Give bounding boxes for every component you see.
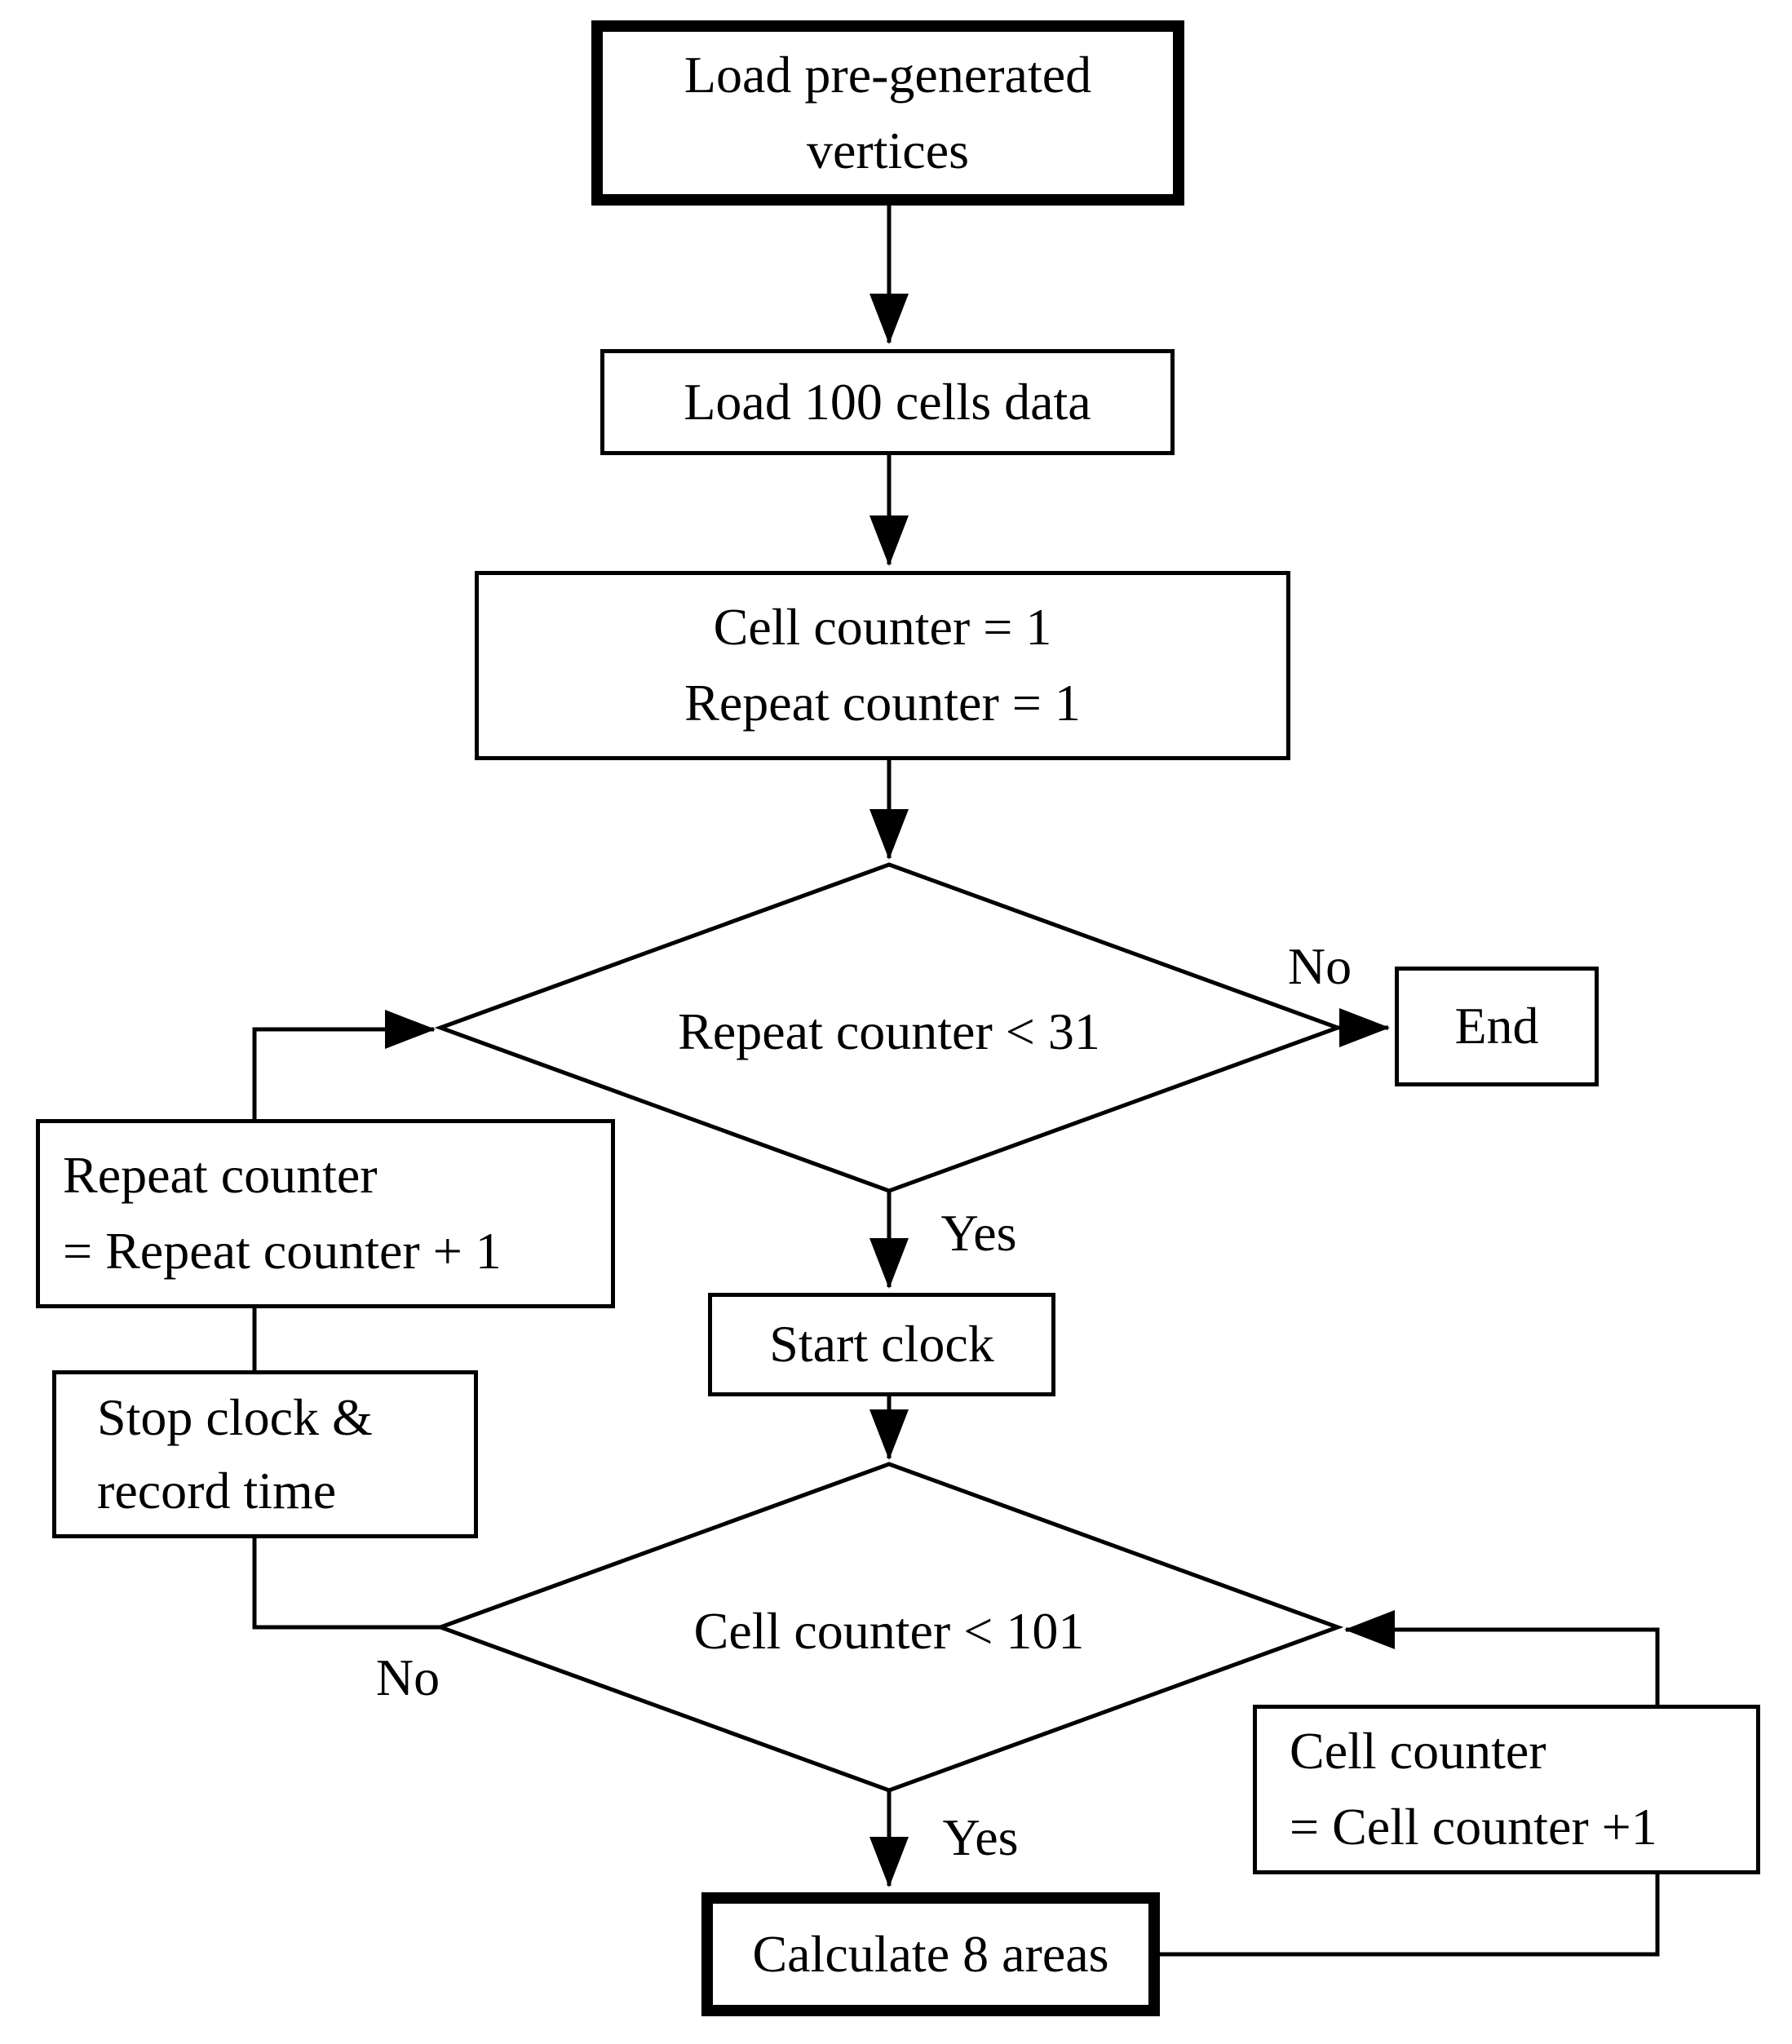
label-repeat-no: No xyxy=(1287,937,1352,995)
decision-cell-counter-label: Cell counter < 101 xyxy=(693,1602,1085,1660)
label-cell-no: No xyxy=(375,1648,440,1706)
edge-cell-increment-to-cell-check xyxy=(1344,1610,1660,1705)
decision-repeat-counter-label: Repeat counter < 31 xyxy=(678,1002,1100,1060)
edge-calculate-to-cell-increment xyxy=(1158,1874,1660,1957)
node-repeat-increment: Repeat counter = Repeat counter + 1 xyxy=(36,1119,615,1308)
node-calculate-areas: Calculate 8 areas xyxy=(701,1892,1160,2016)
node-stop-clock: Stop clock & record time xyxy=(52,1370,478,1538)
node-end: End xyxy=(1395,967,1599,1086)
node-start-clock: Start clock xyxy=(708,1293,1055,1396)
node-load-cells: Load 100 cells data xyxy=(600,349,1175,455)
label-cell-yes: Yes xyxy=(942,1808,1019,1866)
node-load-vertices: Load pre-generated vertices xyxy=(591,20,1184,206)
edge-cell-no-to-stop-clock xyxy=(252,1537,440,1630)
label-repeat-yes: Yes xyxy=(940,1204,1017,1262)
node-cell-increment: Cell counter = Cell counter +1 xyxy=(1253,1705,1760,1874)
node-init-counters: Cell counter = 1 Repeat counter = 1 xyxy=(475,571,1290,760)
edge-repeat-increment-to-repeat-check xyxy=(252,1010,436,1119)
